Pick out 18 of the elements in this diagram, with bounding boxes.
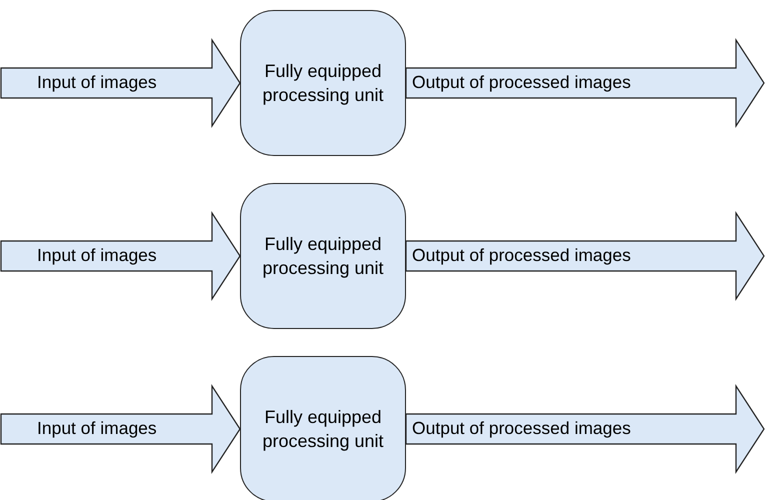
process-box — [240, 10, 406, 156]
block-arrow — [0, 384, 241, 474]
edge-label: Output of processed images — [412, 245, 631, 265]
box-text: Fully equipped processing unit — [261, 233, 385, 280]
block-arrow — [0, 210, 241, 302]
block-arrow — [0, 38, 241, 128]
edge-label: Input of images — [37, 245, 157, 265]
edge-label: Input of images — [37, 72, 157, 92]
box-text: Fully equipped processing unit — [261, 406, 385, 453]
edge-label: Output of processed images — [412, 72, 631, 92]
block-arrow — [405, 384, 765, 474]
edge-label: Output of processed images — [412, 418, 631, 438]
block-arrow — [405, 210, 765, 302]
block-arrow — [405, 38, 765, 128]
process-box — [240, 356, 406, 500]
box-text: Fully equipped processing unit — [261, 60, 385, 107]
process-box — [240, 183, 406, 329]
edge-label: Input of images — [37, 418, 157, 438]
